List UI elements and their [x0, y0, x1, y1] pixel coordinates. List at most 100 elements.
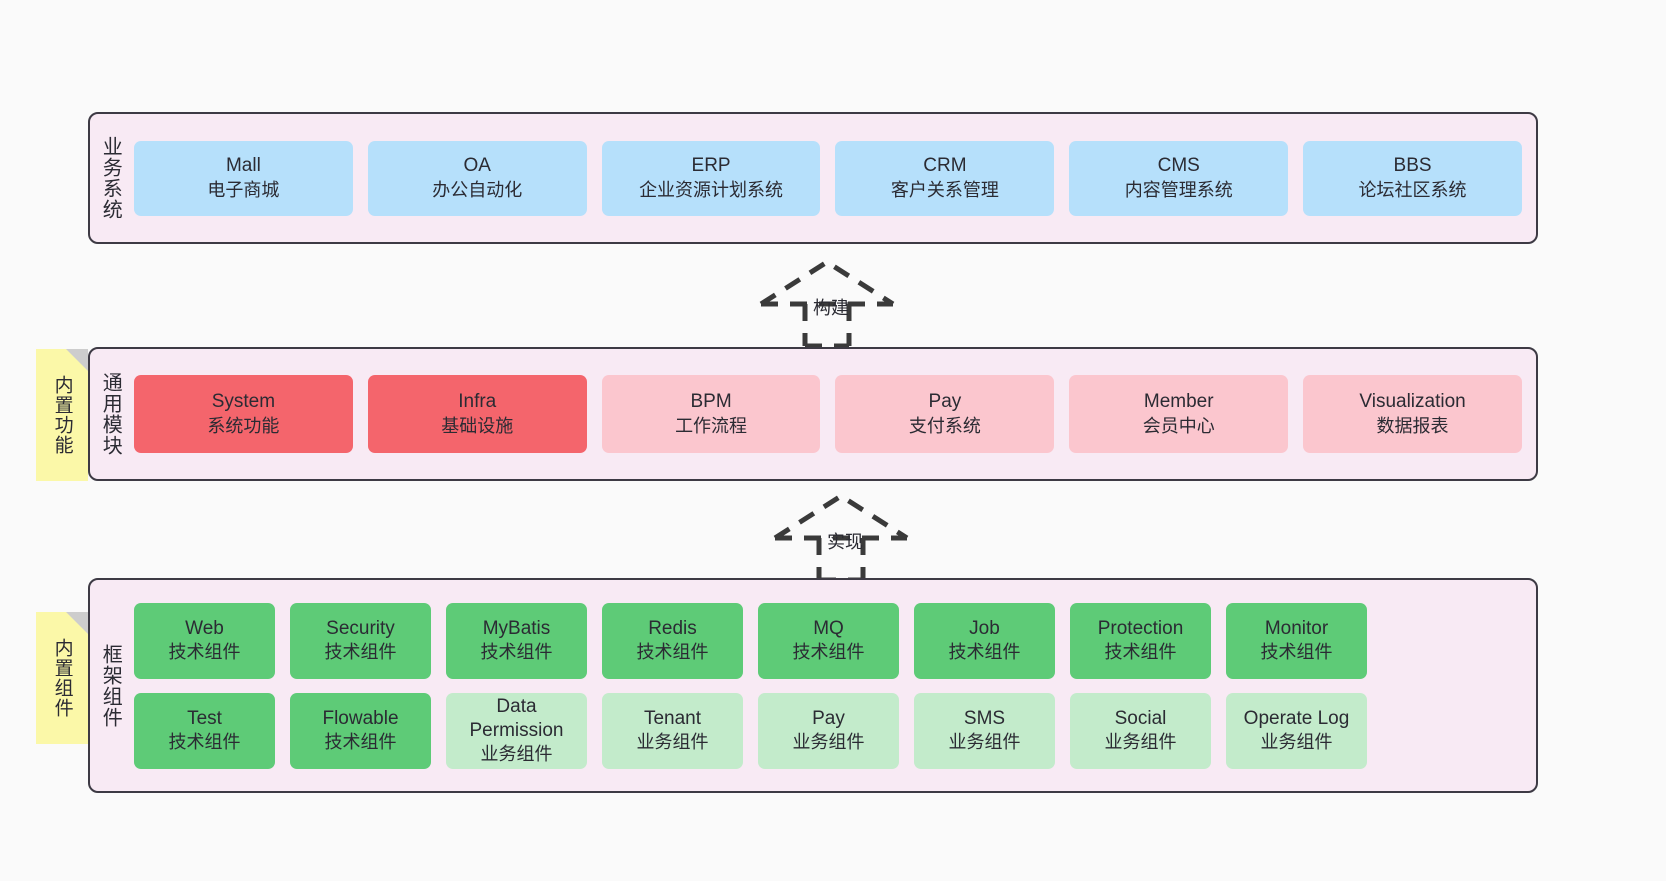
card-subtitle-cn: 客户关系管理: [890, 179, 999, 200]
card-title-en: Monitor: [1264, 617, 1329, 639]
card-title-en: OA: [463, 155, 491, 177]
card-title-en: Social: [1114, 707, 1167, 729]
card-title-en: SMS: [963, 707, 1006, 729]
layers.framework.cards-card-flowable[interactable]: Flowable 技术组件: [290, 692, 431, 769]
card-subtitle-cn: 电子商城: [207, 179, 280, 200]
card-title-en: Test: [187, 707, 222, 729]
layers.framework.cards-card-sms[interactable]: SMS 业务组件: [914, 692, 1055, 769]
card-title-en: Tenant: [643, 707, 702, 729]
card-title-en: Pay: [812, 707, 845, 729]
card-title-en: ERP: [691, 155, 731, 177]
layers.framework.cards-card-mybatis[interactable]: MyBatis 技术组件: [446, 602, 587, 679]
card-title-en: Security: [326, 617, 395, 639]
card-title-en: CMS: [1157, 155, 1200, 177]
card-subtitle-cn: 会员中心: [1142, 415, 1215, 436]
card-subtitle-cn: 企业资源计划系统: [639, 179, 784, 200]
card-title-en: Pay: [928, 391, 962, 413]
card-title-en: Infra: [458, 391, 497, 413]
layers.framework.cards-card-security[interactable]: Security 技术组件: [290, 602, 431, 679]
card-title-en: BBS: [1393, 155, 1432, 177]
layers.framework.cards-card-data-permission[interactable]: Data Permission 业务组件: [446, 692, 587, 769]
card-subtitle-cn: 系统功能: [207, 415, 280, 436]
card-subtitle-cn: 业务组件: [636, 732, 709, 753]
card-subtitle-cn: 技术组件: [480, 642, 553, 663]
note-builtin-functions: 内置功能: [36, 349, 88, 481]
card-title-en: Web: [185, 617, 224, 639]
card-subtitle-cn: 支付系统: [908, 415, 981, 436]
card-subtitle-cn: 技术组件: [1104, 642, 1177, 663]
layer-title-business-systems: 业务系统: [99, 136, 122, 220]
layers.framework.cards-card-pay[interactable]: Pay 业务组件: [758, 692, 899, 769]
card-subtitle-cn: 业务组件: [948, 732, 1021, 753]
card-subtitle-cn: 技术组件: [792, 642, 865, 663]
card-title-en: Operate Log: [1243, 707, 1350, 729]
card-title-en: System: [211, 391, 276, 413]
implement-arrowhead: [773, 493, 909, 541]
note-builtin-components-label: 内置组件: [51, 638, 73, 718]
card-title-en: MyBatis: [482, 617, 551, 639]
connector-implement: 实现: [771, 492, 911, 583]
layer-title-framework-components: 框架组件: [99, 643, 122, 728]
layers.framework.cards-card-operate-log[interactable]: Operate Log 业务组件: [1226, 692, 1367, 769]
card-subtitle-cn: 办公自动化: [432, 179, 523, 200]
card-title-en: Visualization: [1359, 391, 1466, 413]
card-subtitle-cn: 基础设施: [441, 415, 514, 436]
card-subtitle-cn: 技术组件: [324, 732, 397, 753]
note-builtin-functions-label: 内置功能: [51, 375, 73, 455]
note-builtin-components: 内置组件: [36, 612, 88, 744]
card-subtitle-cn: 工作流程: [675, 415, 748, 436]
card-title-en: Member: [1143, 391, 1214, 413]
layers.framework.cards-card-social[interactable]: Social 业务组件: [1070, 692, 1211, 769]
layers.framework.cards-card-protection[interactable]: Protection 技术组件: [1070, 602, 1211, 679]
note-fold-corner-icon: [66, 349, 88, 371]
card-title-en: Flowable: [322, 707, 399, 729]
card-title-en: Job: [969, 617, 1000, 639]
card-subtitle-cn: 数据报表: [1376, 415, 1449, 436]
card-title-en: Redis: [648, 617, 697, 639]
card-subtitle-cn: 业务组件: [1104, 732, 1177, 753]
card-subtitle-cn: 内容管理系统: [1124, 179, 1233, 200]
card-title-en: BPM: [690, 391, 732, 413]
card-subtitle-cn: 业务组件: [480, 744, 553, 765]
layers.framework.cards-card-redis[interactable]: Redis 技术组件: [602, 602, 743, 679]
card-title-en: Protection: [1097, 617, 1184, 639]
card-subtitle-cn: 技术组件: [324, 642, 397, 663]
card-title-en: Data Permission: [469, 695, 564, 741]
layers.framework.cards-card-tenant[interactable]: Tenant 业务组件: [602, 692, 743, 769]
card-subtitle-cn: 业务组件: [792, 732, 865, 753]
build-arrowhead: [759, 259, 895, 307]
card-subtitle-cn: 技术组件: [636, 642, 709, 663]
card-subtitle-cn: 技术组件: [1260, 642, 1333, 663]
connector-build-label: 构建: [813, 298, 849, 318]
layer-title-common-modules: 通用模块: [99, 372, 122, 456]
layers.framework.cards-card-job[interactable]: Job 技术组件: [914, 602, 1055, 679]
card-subtitle-cn: 业务组件: [1260, 732, 1333, 753]
card-title-en: Mall: [225, 155, 261, 177]
layers.framework.cards-card-mq[interactable]: MQ 技术组件: [758, 602, 899, 679]
note-fold-corner-icon: [66, 612, 88, 634]
layers.framework.cards-card-monitor[interactable]: Monitor 技术组件: [1226, 602, 1367, 679]
card-title-en: MQ: [813, 617, 844, 639]
card-subtitle-cn: 技术组件: [948, 642, 1021, 663]
